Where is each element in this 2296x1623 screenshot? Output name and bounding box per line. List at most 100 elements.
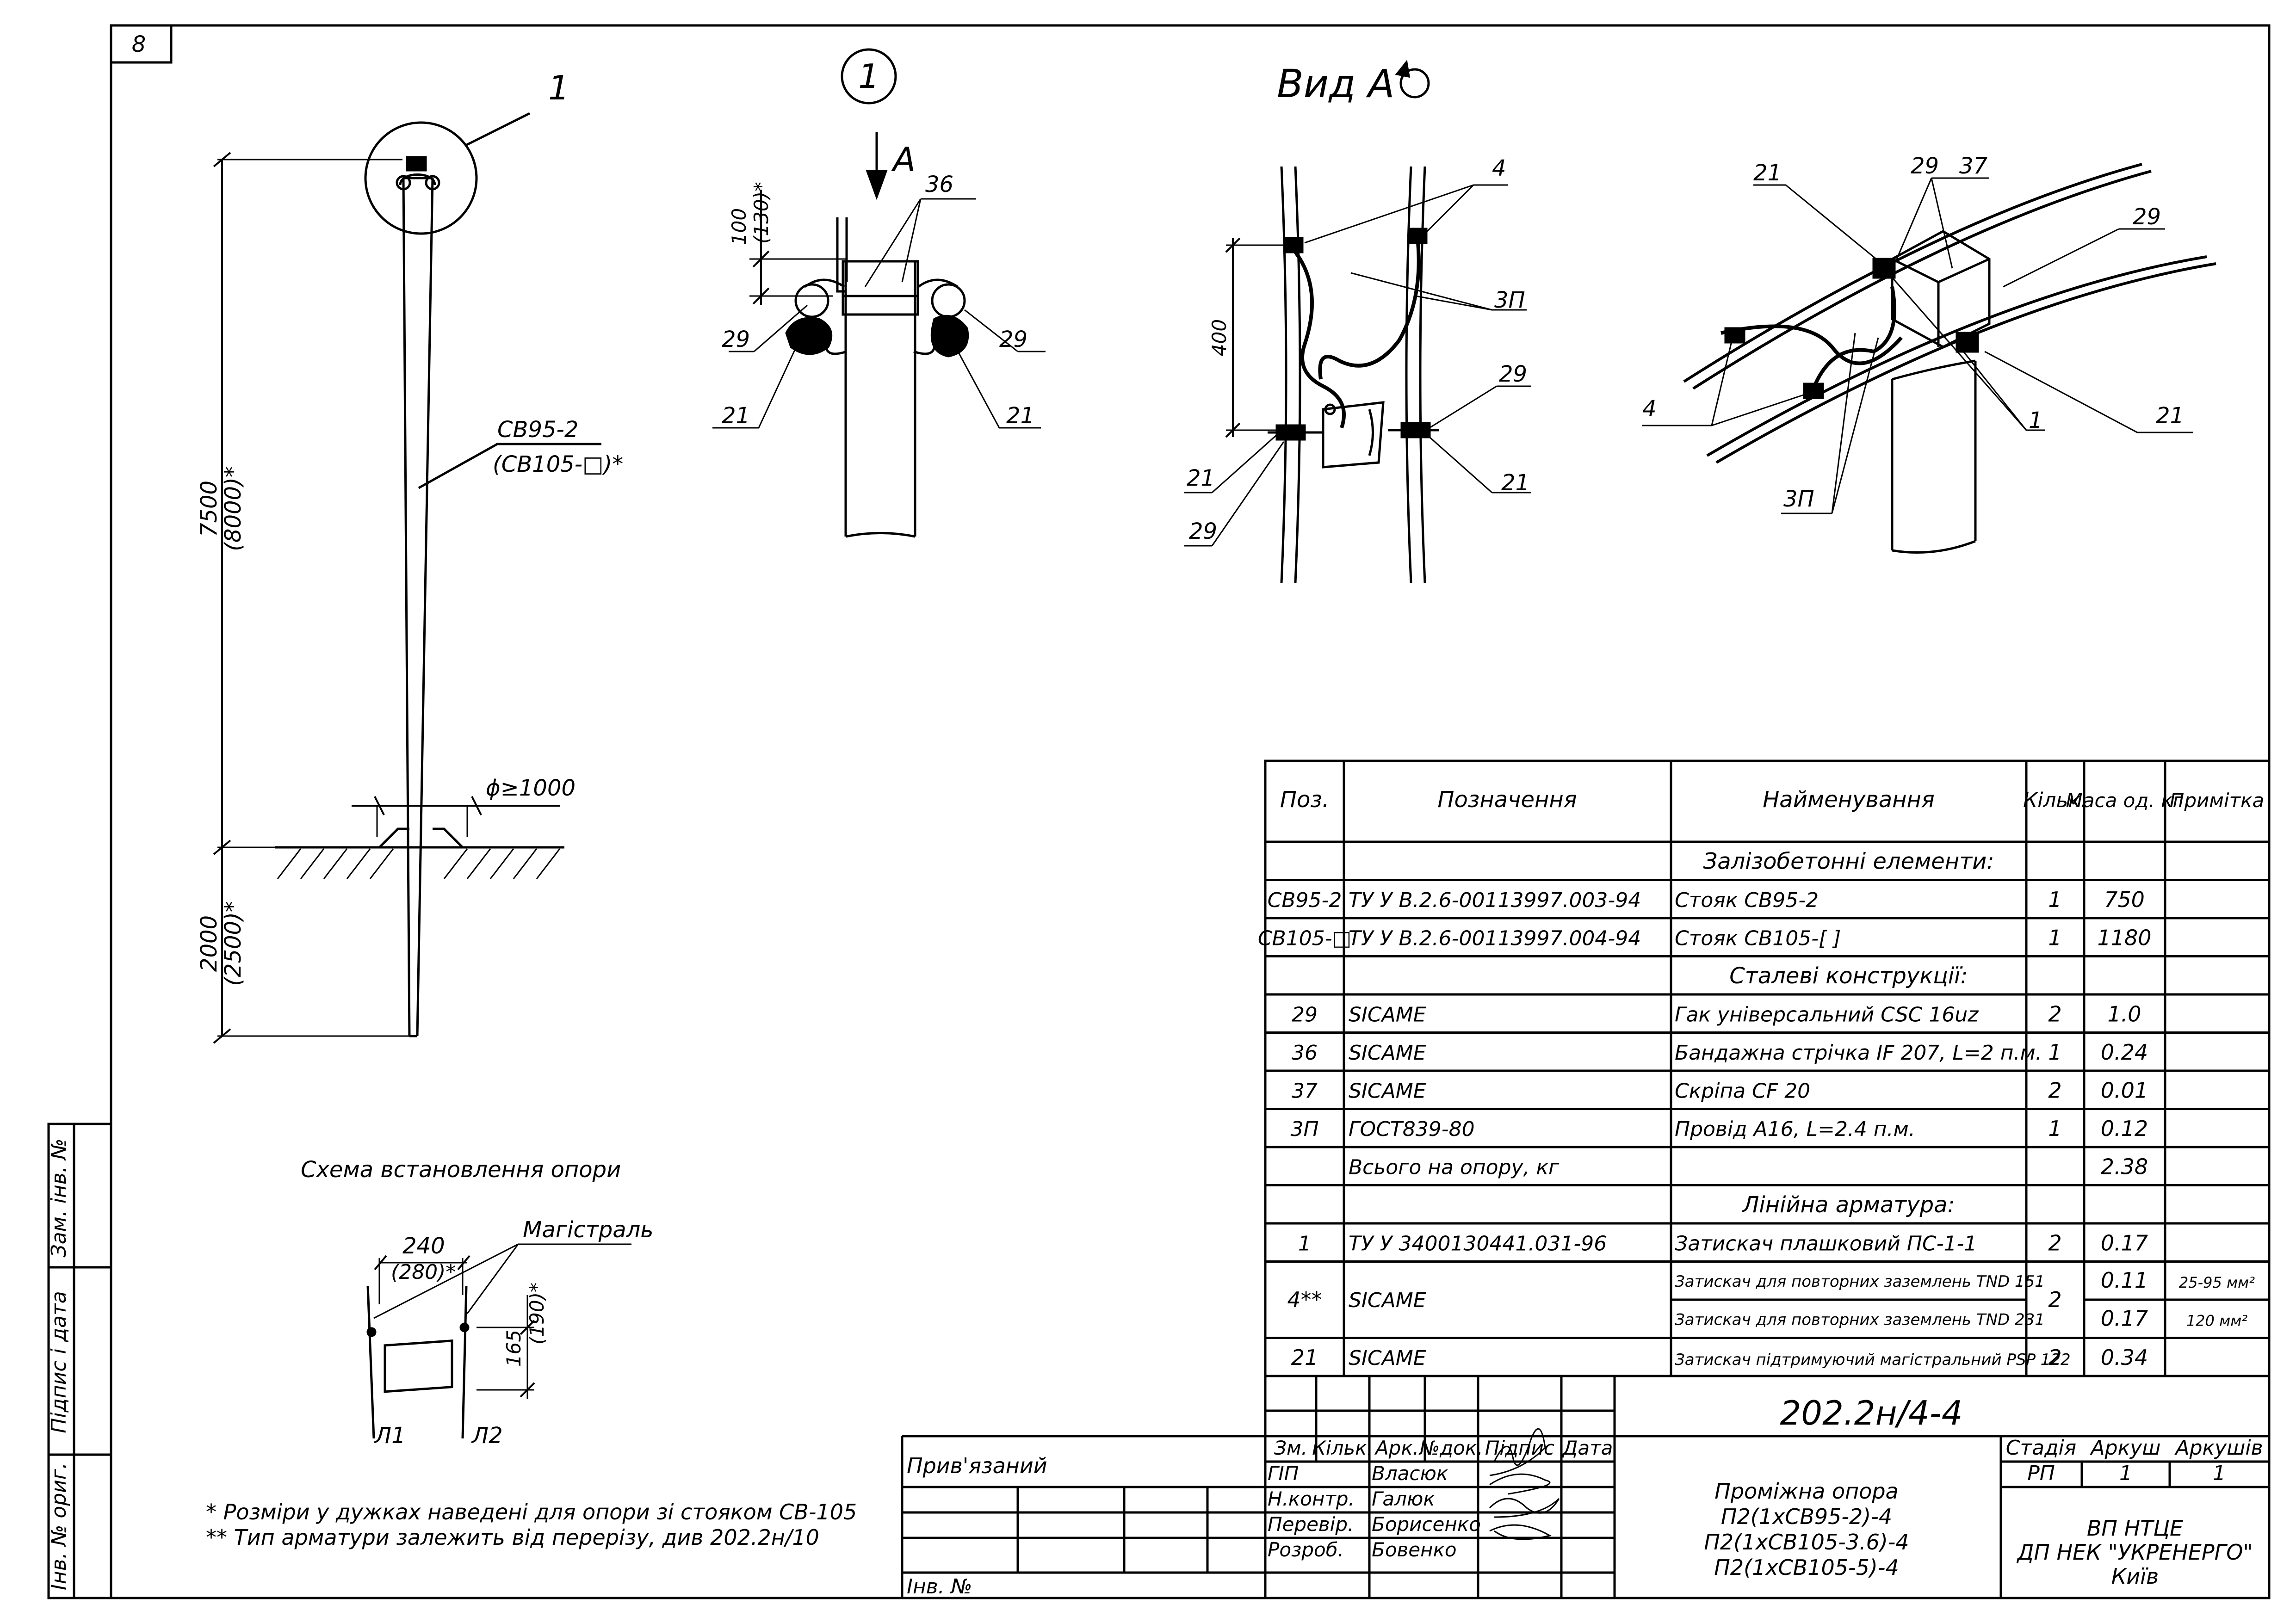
person-role: ГІП [1268,1462,1299,1485]
detail-1-pos-21-left: 21 [722,403,750,429]
org-line: ДП НЕК "УКРЕНЕРГО" [2016,1540,2253,1565]
side-stamp [47,1123,112,1599]
depth-dim-alt: (2500)* [220,901,246,986]
height-dim: 7500 [196,481,222,537]
spec-section-title: Сталеві конструкції: [1729,963,1968,989]
spec-table-headers: Поз. Позначення Найменування Кільк. Маса… [1280,787,2264,813]
spec-cell-qty: 2 [2048,1002,2061,1027]
sheet-value: 1 [2119,1462,2132,1485]
person-role: Розроб. [1268,1538,1344,1561]
people-rows: ГІП Власюк Н.контр. Галюк Перевір. Борис… [1268,1462,1481,1561]
spec-cell-qty: 2 [2048,1078,2061,1103]
sheets-value: 1 [2213,1462,2226,1485]
doc-name-line: П2(1хСВ105-3.6)-4 [1704,1530,1909,1555]
spec-header-name: Найменування [1763,787,1935,813]
spec-cell-code: SICAME [1349,1080,1426,1103]
pole-type-label: СВ95-2 [497,417,578,443]
spec-cell-mass: 0.01 [2101,1078,2148,1103]
spec-cell-pos: 3П [1290,1117,1318,1141]
side-stamp-original: Інв. № ориг. [47,1463,71,1590]
view-a-symbol [1395,60,1430,99]
scheme-mains-label: Магістраль [523,1217,654,1243]
height-dim-alt: (8000)* [220,466,246,551]
view-a-pos-29-right: 29 [1499,361,1527,387]
sheet-number-box [110,24,173,64]
spec-cell-code: Всього на опору, кг [1349,1156,1560,1179]
view-a-pos-21-left: 21 [1187,465,1215,491]
depth-dim: 2000 [196,915,222,972]
person-role: Перевір. [1268,1513,1354,1536]
spec-cell-code: SICAME [1349,1041,1426,1065]
detail-1-dim-100: 100 [728,208,750,245]
spec-cell-note: 25-95 мм² [2179,1274,2255,1291]
spec-cell-pos: 36 [1292,1041,1318,1065]
spec-cell-name: Затискач підтримуючий магістральний PSP … [1675,1351,2071,1369]
person-name: Галюк [1372,1487,1435,1510]
iso-pos-29-right: 29 [2133,204,2161,230]
iso-pos-1: 1 [2029,407,2043,433]
view-a-pos-4: 4 [1492,155,1506,181]
rev-header-doc: №док. [1418,1437,1483,1459]
view-a-pos-29-left: 29 [1189,518,1217,544]
spec-cell-pos: 29 [1292,1003,1318,1027]
rev-header-sheet: Арк. [1374,1437,1419,1459]
view-a [1184,166,1531,583]
scheme-dim-240: 240 [402,1233,445,1259]
spec-cell-code: ГОСТ839-80 [1349,1117,1475,1141]
spec-cell-mass: 750 [2104,887,2145,912]
elevation-callout: 1 [548,68,569,107]
spec-cell-qty: 1 [2048,1040,2061,1065]
spec-cell-note: 120 мм² [2186,1312,2248,1330]
spec-cell-qty: 2 [2048,1287,2061,1312]
signatures [1489,1428,1560,1540]
spec-header-mass: Маса од. кг [2066,789,2183,812]
spec-table-grid [1264,759,2271,1377]
doc-name-line: Проміжна опора [1714,1479,1899,1504]
scheme-title: Схема встановлення опори [301,1157,621,1183]
spec-cell-pos: 37 [1292,1080,1318,1103]
view-a-pos-21-right: 21 [1501,470,1529,496]
document-name: Проміжна опора П2(1хСВ95-2)-4 П2(1хСВ105… [1704,1479,1909,1580]
spec-cell-name: Гак універсальний CSC 16uz [1675,1003,1979,1027]
detail-1-pos-21-right: 21 [1006,403,1034,429]
spec-cell-mass: 0.34 [2101,1345,2148,1370]
scheme-dim-280: (280)* [391,1260,456,1284]
spec-cell-mass: 0.24 [2101,1040,2148,1065]
spec-cell-name: Стояк СВ105-[ ] [1675,927,1841,950]
pole-plan-rect [384,1339,453,1393]
spec-cell-name: Бандажна стрічка IF 207, L=2 п.м. [1675,1041,2042,1065]
person-role: Н.контр. [1268,1487,1355,1510]
spec-cell-pos: 4** [1287,1287,1322,1312]
rev-header-date: Дата [1562,1437,1613,1459]
spec-section-title: Лінійна арматура: [1741,1192,1955,1218]
iso-pos-4: 4 [1642,396,1657,422]
spec-cell-name: Скріпа CF 20 [1675,1080,1810,1103]
detail-1-pos-29-left: 29 [722,327,750,352]
spec-cell-qty: 2 [2048,1231,2061,1256]
org-line: Київ [2111,1564,2159,1589]
doc-name-line: П2(1хСВ95-2)-4 [1721,1504,1892,1529]
iso-pos-29-top: 29 [1911,153,1939,179]
detail-1-number: 1 [858,57,879,96]
spec-header-note: Примітка [2170,789,2264,812]
side-stamp-labels: Зам. інв. № Підпис і дата Інв. № ориг. [47,1139,71,1590]
spec-cell-name: Затискач плашковий ПС-1-1 [1675,1232,1977,1256]
stage-label: Стадія [2006,1436,2076,1460]
rev-headers: Зм. Кільк. Арк. №док. Підпис Дата [1274,1437,1613,1459]
spec-cell-code: ТУ У В.2.6-00113997.003-94 [1349,889,1641,912]
pole-elevation [213,112,601,1044]
spec-cell-qty: 1 [2048,887,2061,912]
spec-header-qty: Кільк. [2023,789,2087,812]
diameter-label: ϕ≥1000 [486,775,576,801]
spec-cell-name: Стояк СВ95-2 [1675,889,1819,912]
spec-cell-pos: 21 [1291,1345,1318,1370]
iso-pos-3p: 3П [1783,486,1814,512]
spec-cell-qty: 1 [2048,926,2061,950]
spec-cell-code: SICAME [1349,1346,1426,1370]
person-name: Власюк [1372,1462,1448,1485]
spec-cell-mass: 1.0 [2107,1002,2141,1027]
side-stamp-replace: Зам. інв. № [47,1139,71,1258]
spec-cell-mass: 0.12 [2101,1116,2148,1141]
scheme-dim-190: (190)* [526,1283,548,1345]
